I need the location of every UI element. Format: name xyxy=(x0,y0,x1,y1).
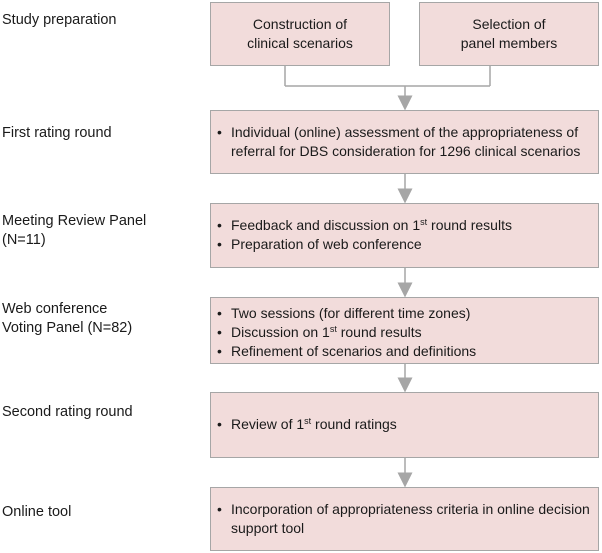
bullet-item: Refinement of scenarios and definitions xyxy=(211,342,598,361)
stage-label-line: (N=11) xyxy=(2,232,46,248)
box-first-rating-round: Individual (online) assessment of the ap… xyxy=(210,110,599,174)
bullet-superscript: st xyxy=(420,217,428,227)
bullet-text: Feedback and discussion on 1 xyxy=(231,217,421,233)
box-meeting-review-panel: Feedback and discussion on 1st round res… xyxy=(210,203,599,268)
stage-label-first-rating-round: First rating round xyxy=(2,125,112,141)
bullet-item: Preparation of web conference xyxy=(211,235,598,254)
box-second-rating-round: Review of 1st round ratings xyxy=(210,392,599,458)
bullet-text: round results xyxy=(336,324,422,340)
box-line: clinical scenarios xyxy=(247,35,353,51)
stage-label-web-conference: Web conference Voting Panel (N=82) xyxy=(2,300,132,338)
bullet-text: Discussion on 1 xyxy=(231,324,330,340)
stage-label-online-tool: Online tool xyxy=(2,504,72,520)
bullet-superscript: st xyxy=(304,416,312,426)
bullet-item: Discussion on 1st round results xyxy=(211,323,598,342)
bullet-item: Two sessions (for different time zones) xyxy=(211,304,598,323)
bullet-item: Individual (online) assessment of the ap… xyxy=(211,123,598,161)
stage-label-meeting-review-panel: Meeting Review Panel (N=11) xyxy=(2,212,146,250)
stage-label-line: Meeting Review Panel xyxy=(2,213,147,229)
bullet-superscript: st xyxy=(329,324,337,334)
stage-label-line: Web conference xyxy=(2,301,108,317)
box-online-tool: Incorporation of appropriateness criteri… xyxy=(210,487,599,551)
bullet-item: Incorporation of appropriateness criteri… xyxy=(211,500,598,538)
box-construction-of-clinical-scenarios: Construction of clinical scenarios xyxy=(210,2,390,66)
box-selection-of-panel-members: Selection of panel members xyxy=(419,2,599,66)
box-web-conference: Two sessions (for different time zones) … xyxy=(210,297,599,364)
bullet-text: round results xyxy=(427,217,512,233)
box-line: Selection of xyxy=(472,16,546,32)
bullet-text: Review of 1 xyxy=(231,416,305,432)
stage-label-study-preparation: Study preparation xyxy=(2,12,117,28)
bullet-item: Feedback and discussion on 1st round res… xyxy=(211,216,598,235)
bullet-item: Review of 1st round ratings xyxy=(211,415,598,434)
box-line: Construction of xyxy=(252,16,348,32)
bullet-text: round ratings xyxy=(311,416,397,432)
stage-label-line: Voting Panel (N=82) xyxy=(2,320,133,336)
box-line: panel members xyxy=(460,35,558,51)
stage-label-second-rating-round: Second rating round xyxy=(2,404,133,420)
